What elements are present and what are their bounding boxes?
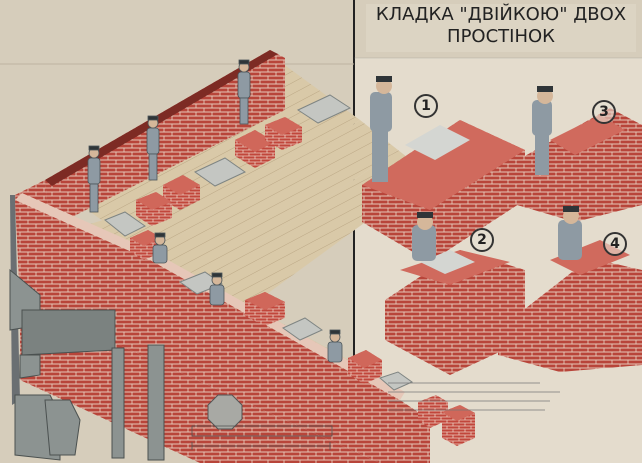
brick-stacks (130, 117, 475, 446)
step-2-illustration (385, 212, 525, 375)
poster-title: КЛАДКА "ДВІЙКОЮ" ДВОХ ПРОСТІНОК (366, 4, 636, 52)
workers (87, 59, 343, 363)
mortar-troughs (104, 94, 414, 391)
title-line-2: ПРОСТІНОК (447, 26, 555, 47)
step-number-2: 2 (470, 228, 494, 252)
corner-diagram (207, 394, 243, 430)
back-wall (45, 50, 285, 228)
step-1-illustration (362, 76, 525, 262)
step-number-3: 3 (592, 100, 616, 124)
step-number-1: 1 (414, 94, 438, 118)
front-wall (15, 200, 430, 463)
step-legend (388, 382, 560, 411)
step-3-illustration (500, 86, 642, 222)
title-line-1: КЛАДКА "ДВІЙКОЮ" ДВОХ (375, 4, 627, 25)
step-number-4: 4 (603, 232, 627, 256)
tool-drawings (9, 268, 165, 461)
measuring-diagram (191, 425, 333, 450)
